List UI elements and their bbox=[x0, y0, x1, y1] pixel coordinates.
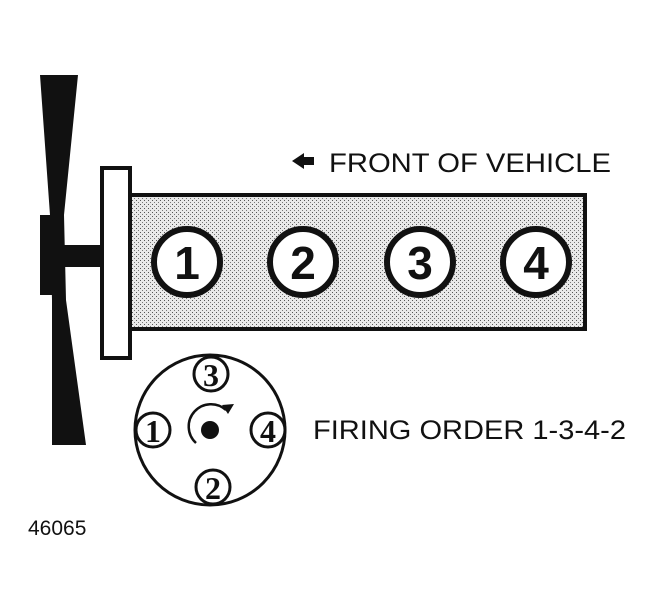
distributor-terminal-bottom: 2 bbox=[205, 470, 221, 506]
front-arrow-icon bbox=[292, 153, 314, 169]
cylinder-1-label: 1 bbox=[174, 237, 200, 289]
fan-hub bbox=[40, 215, 64, 295]
cylinder-3: 3 bbox=[384, 226, 456, 298]
cylinder-4-label: 4 bbox=[523, 237, 549, 289]
front-of-vehicle-label: FRONT OF VEHICLE bbox=[329, 148, 611, 178]
distributor-cap: 3 1 4 2 bbox=[133, 353, 287, 507]
figure-id: 46065 bbox=[28, 517, 86, 540]
fan-shaft bbox=[62, 245, 104, 267]
cylinder-1: 1 bbox=[151, 226, 223, 298]
cylinder-2: 2 bbox=[267, 226, 339, 298]
distributor-terminal-right: 4 bbox=[260, 413, 276, 449]
distributor-terminal-top: 3 bbox=[203, 357, 219, 393]
cylinder-2-label: 2 bbox=[290, 237, 316, 289]
distributor-terminal-left: 1 bbox=[145, 413, 161, 449]
pulley-plate bbox=[100, 166, 132, 360]
cylinder-3-label: 3 bbox=[407, 237, 433, 289]
firing-order-label: FIRING ORDER 1-3-4-2 bbox=[313, 415, 626, 445]
rotation-arrow-icon bbox=[187, 402, 227, 444]
rotor-center bbox=[201, 421, 219, 439]
cylinder-4: 4 bbox=[500, 226, 572, 298]
